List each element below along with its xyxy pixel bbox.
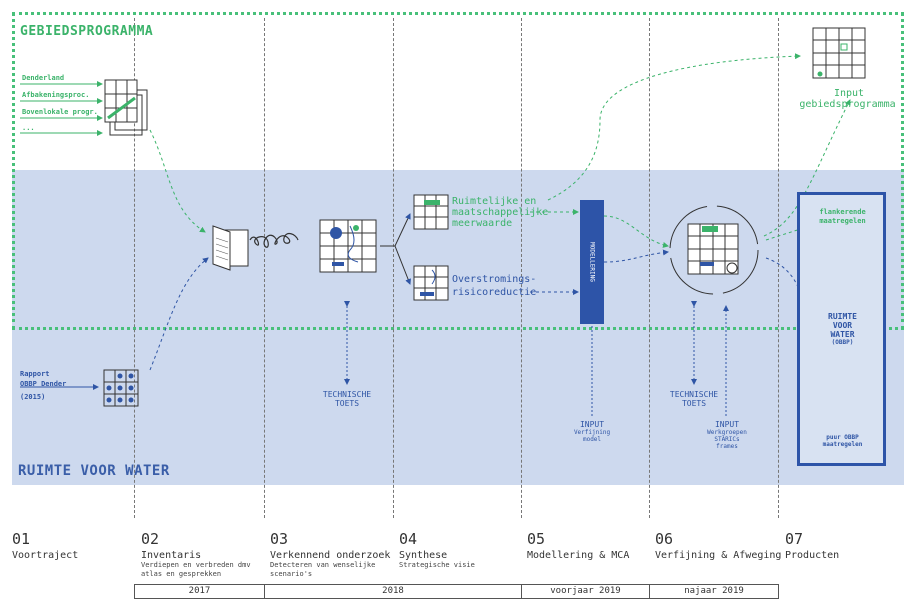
phase-divider bbox=[393, 18, 394, 518]
phase-06-name: Verfijning & Afweging bbox=[655, 550, 782, 561]
input-gebied-2: gebiedsprogramma bbox=[799, 99, 896, 110]
phase-01-name: Voortraject bbox=[12, 550, 79, 561]
label-ruimtelijke-1: Ruimtelijke en bbox=[452, 196, 537, 207]
phase-04-num: 04 bbox=[399, 530, 418, 548]
products-box bbox=[797, 192, 886, 466]
gebiedsprogramma-title: GEBIEDSPROGRAMMA bbox=[20, 24, 154, 39]
report-grid-icon bbox=[103, 369, 139, 407]
phase-divider bbox=[521, 18, 522, 518]
input-lines-icon bbox=[20, 81, 103, 136]
atlas-book-icon bbox=[212, 225, 249, 271]
phase-07-name: Producten bbox=[785, 550, 840, 561]
phase-03-num: 03 bbox=[270, 530, 289, 548]
phase-divider bbox=[264, 18, 265, 518]
modellering-bar: MODELLERING bbox=[580, 200, 604, 324]
phase-04-name: Synthese bbox=[399, 550, 448, 561]
phase-divider bbox=[134, 18, 135, 518]
phase-03-name: Verkennend onderzoek bbox=[270, 550, 391, 561]
flank-label-2: maatregelen bbox=[819, 217, 866, 225]
cycle-grid-icon bbox=[669, 205, 759, 295]
label-overstroming-1: Overstromings- bbox=[452, 274, 537, 285]
phase-06-num: 06 bbox=[655, 530, 674, 548]
timeline-2017: 2017 bbox=[134, 584, 265, 599]
phase-01-num: 01 bbox=[12, 530, 31, 548]
gebiedsprogramma-frame bbox=[12, 12, 904, 330]
phase-04-sub: Strategische visie bbox=[399, 561, 475, 569]
timeline-najaar-2019: najaar 2019 bbox=[649, 584, 779, 599]
phase-05-name: Modellering & MCA bbox=[527, 550, 630, 561]
input-denderland: Denderland bbox=[22, 74, 65, 82]
gebiedsprogramma-grid-icon bbox=[812, 27, 866, 79]
phase-05-num: 05 bbox=[527, 530, 546, 548]
layered-grid-icon bbox=[104, 79, 148, 136]
synthesis-grid-bottom-icon bbox=[413, 265, 449, 301]
report-line3: (2015) bbox=[20, 393, 46, 401]
flank-label-1: flankerende bbox=[819, 208, 866, 216]
input-bovenlokale: Bovenlokale progr. bbox=[22, 108, 98, 116]
exploration-grid-icon bbox=[319, 219, 377, 273]
timeline-2018: 2018 bbox=[264, 584, 522, 599]
ruimte-voor-water-title: RUIMTE VOOR WATER bbox=[18, 463, 170, 479]
input-werkgroepen: INPUT Werkgroepen STARICs frames bbox=[707, 420, 747, 450]
technische-toets-03: TECHNISCHE TOETS bbox=[322, 390, 372, 408]
timeline-voorjaar-2019: voorjaar 2019 bbox=[521, 584, 650, 599]
label-overstroming-2: risicoreductie bbox=[452, 287, 537, 298]
report-line1: Rapport bbox=[20, 370, 50, 378]
puur-label: puur OBBP maatregelen bbox=[822, 434, 863, 448]
phase-02-sub: Verdiepen en verbreden dmv atlas en gesp… bbox=[141, 561, 251, 578]
phase-divider bbox=[778, 18, 779, 518]
phase-03-sub: Detecteren van wenselijke scenario's bbox=[270, 561, 376, 578]
input-verfijning: INPUT Verfijning model bbox=[573, 420, 611, 443]
synthesis-grid-top-icon bbox=[413, 194, 449, 230]
label-ruimtelijke-2: maatschappelijke bbox=[452, 207, 549, 218]
label-ruimtelijke-3: meerwaarde bbox=[452, 218, 513, 229]
rvw-products-label: RUIMTE VOOR WATER (OBBP) bbox=[828, 312, 857, 346]
input-more: ... bbox=[22, 124, 35, 132]
spiral-icon bbox=[249, 232, 299, 248]
phase-07-num: 07 bbox=[785, 530, 804, 548]
input-gebied-1: Input bbox=[833, 88, 865, 99]
phase-02-name: Inventaris bbox=[141, 550, 202, 561]
input-afbakening: Afbakeningsproc. bbox=[22, 91, 90, 99]
report-line2: OBBP Dender bbox=[20, 380, 67, 388]
phase-divider bbox=[649, 18, 650, 518]
technische-toets-06: TECHNISCHE TOETS bbox=[669, 390, 719, 408]
phase-02-num: 02 bbox=[141, 530, 160, 548]
modellering-label: MODELLERING bbox=[588, 242, 596, 282]
